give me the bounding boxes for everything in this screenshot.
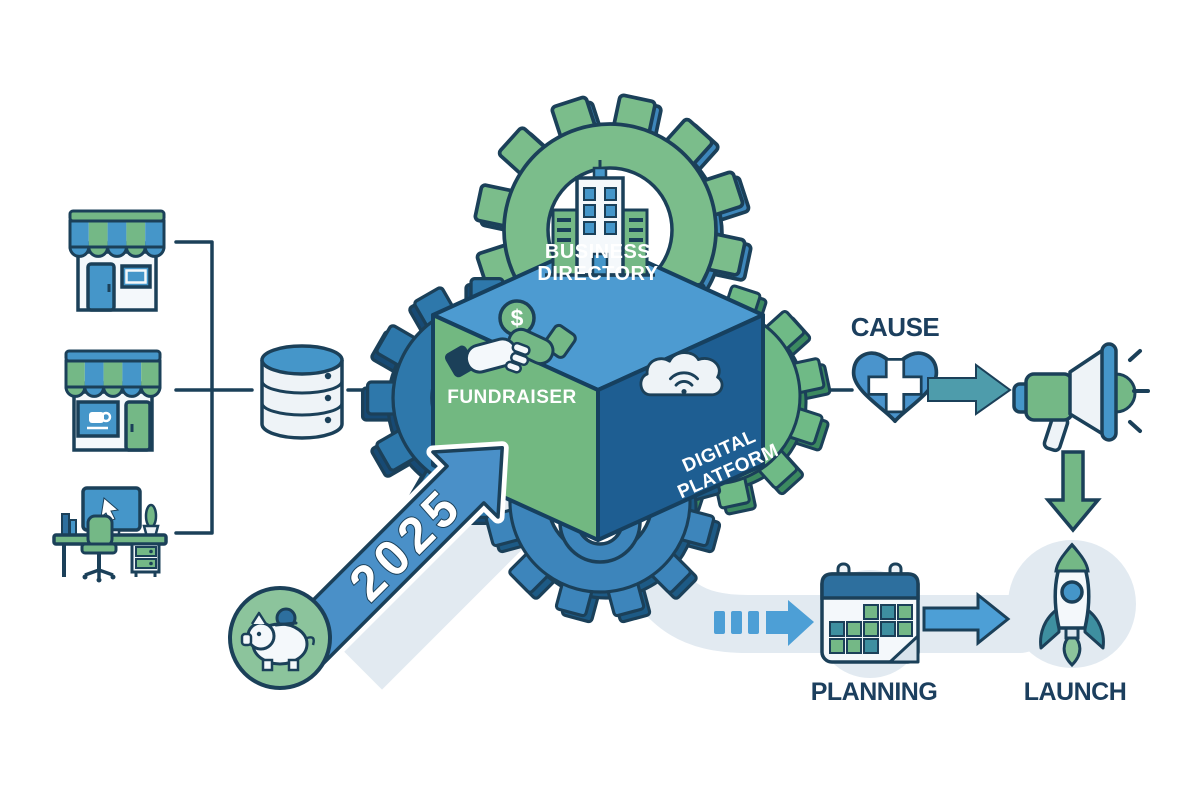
office-chair bbox=[80, 514, 118, 583]
city-building-icon bbox=[545, 160, 655, 277]
dollar-sign: $ bbox=[511, 305, 524, 331]
drawer-unit bbox=[130, 542, 161, 577]
business-directory-label-line2: DIRECTORY bbox=[537, 263, 658, 285]
dashed-arrow bbox=[714, 600, 814, 646]
rocket-icon bbox=[1039, 542, 1105, 668]
business-directory-label-line1: BUSINESS bbox=[545, 241, 651, 263]
cause-label: CAUSE bbox=[851, 312, 940, 342]
handshake-icon bbox=[444, 323, 577, 378]
connector-lines bbox=[174, 240, 854, 535]
megaphone-to-launch-arrow bbox=[1044, 450, 1102, 533]
plant-icon bbox=[144, 503, 158, 529]
door bbox=[86, 262, 116, 312]
workstation-icon bbox=[52, 486, 168, 583]
cube-right-face bbox=[596, 313, 765, 542]
cafe-storefront-icon bbox=[64, 349, 162, 452]
fundraiser-label: FUNDRAISER bbox=[447, 387, 577, 408]
piggy-bank-icon bbox=[228, 586, 332, 690]
planning-to-launch-arrow bbox=[922, 591, 1011, 647]
launch-label: LAUNCH bbox=[1024, 678, 1127, 706]
storefront-icon bbox=[68, 209, 166, 312]
database-icon bbox=[260, 344, 344, 440]
cloud-wifi-icon bbox=[639, 351, 724, 397]
coffee-cup-icon bbox=[87, 411, 112, 430]
cause-to-megaphone-arrow bbox=[927, 363, 1012, 416]
door bbox=[124, 400, 152, 452]
cafe-window bbox=[76, 400, 120, 438]
heart-plus-icon bbox=[851, 351, 939, 424]
sound-waves-icon bbox=[1128, 349, 1150, 433]
calendar-icon bbox=[820, 562, 920, 664]
planning-label: PLANNING bbox=[811, 678, 938, 706]
megaphone-icon bbox=[1012, 342, 1150, 453]
